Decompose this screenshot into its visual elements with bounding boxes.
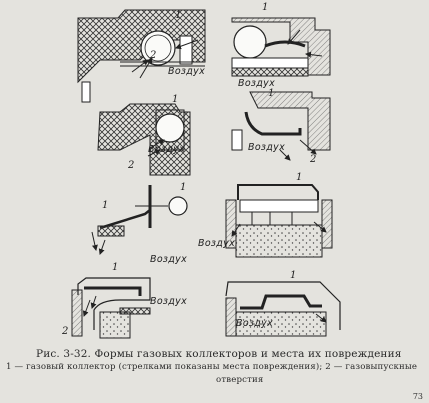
panel-2: 1 Воздух	[231, 2, 331, 89]
panel-6-label-vozdukh: Воздух	[198, 238, 235, 249]
figure-caption: Рис. 3-32. Формы газовых коллекторов и м…	[6, 348, 424, 387]
panel-8-label-vozdukh: Воздух	[236, 318, 273, 329]
panel-7: 1 2 Воздух	[61, 262, 187, 339]
panel-6-label-1: 1	[296, 172, 302, 183]
panel-3: 1 2 Воздух	[97, 94, 191, 176]
panel-5-label-1b: 1	[102, 200, 108, 211]
panel-6: 1 Воздух	[198, 172, 333, 258]
panel-8-label-1: 1	[290, 270, 296, 281]
panel-3-label-2: 2	[127, 160, 134, 171]
panel-5: 1 1 Воздух	[91, 182, 188, 265]
caption-legend-continued: отверстия	[216, 375, 264, 385]
panel-1-label-vozdukh: Воздух	[168, 66, 205, 77]
panel-2-label-vozdukh: Воздух	[238, 78, 275, 89]
page-number: 73	[412, 392, 423, 401]
panel-3-label-1: 1	[172, 94, 178, 105]
panel-4-label-2: 2	[309, 154, 316, 165]
panel-8: 1 Воздух	[225, 270, 341, 337]
panel-5-label-1: 1	[180, 182, 186, 193]
caption-title: Рис. 3-32. Формы газовых коллекторов и м…	[36, 348, 402, 360]
panel-7-label-vozdukh: Воздух	[150, 296, 187, 307]
panel-1-label-2: 2	[149, 50, 156, 61]
panel-7-label-1: 1	[112, 262, 118, 273]
caption-legend: 1 — газовый коллектор (стрелками показан…	[6, 362, 418, 372]
panel-1-label-1: 1	[175, 10, 181, 21]
panel-5-label-vozdukh: Воздух	[150, 254, 187, 265]
panel-4: 1 2 Воздух	[231, 88, 331, 165]
panel-1: 1 2 Воздух	[77, 9, 206, 103]
panel-3-label-vozdukh: Воздух	[148, 144, 185, 155]
panel-2-label-1: 1	[262, 2, 268, 13]
panel-4-label-1: 1	[268, 88, 274, 99]
panel-4-label-vozdukh: Воздух	[248, 142, 285, 153]
panel-7-label-2: 2	[61, 326, 68, 337]
